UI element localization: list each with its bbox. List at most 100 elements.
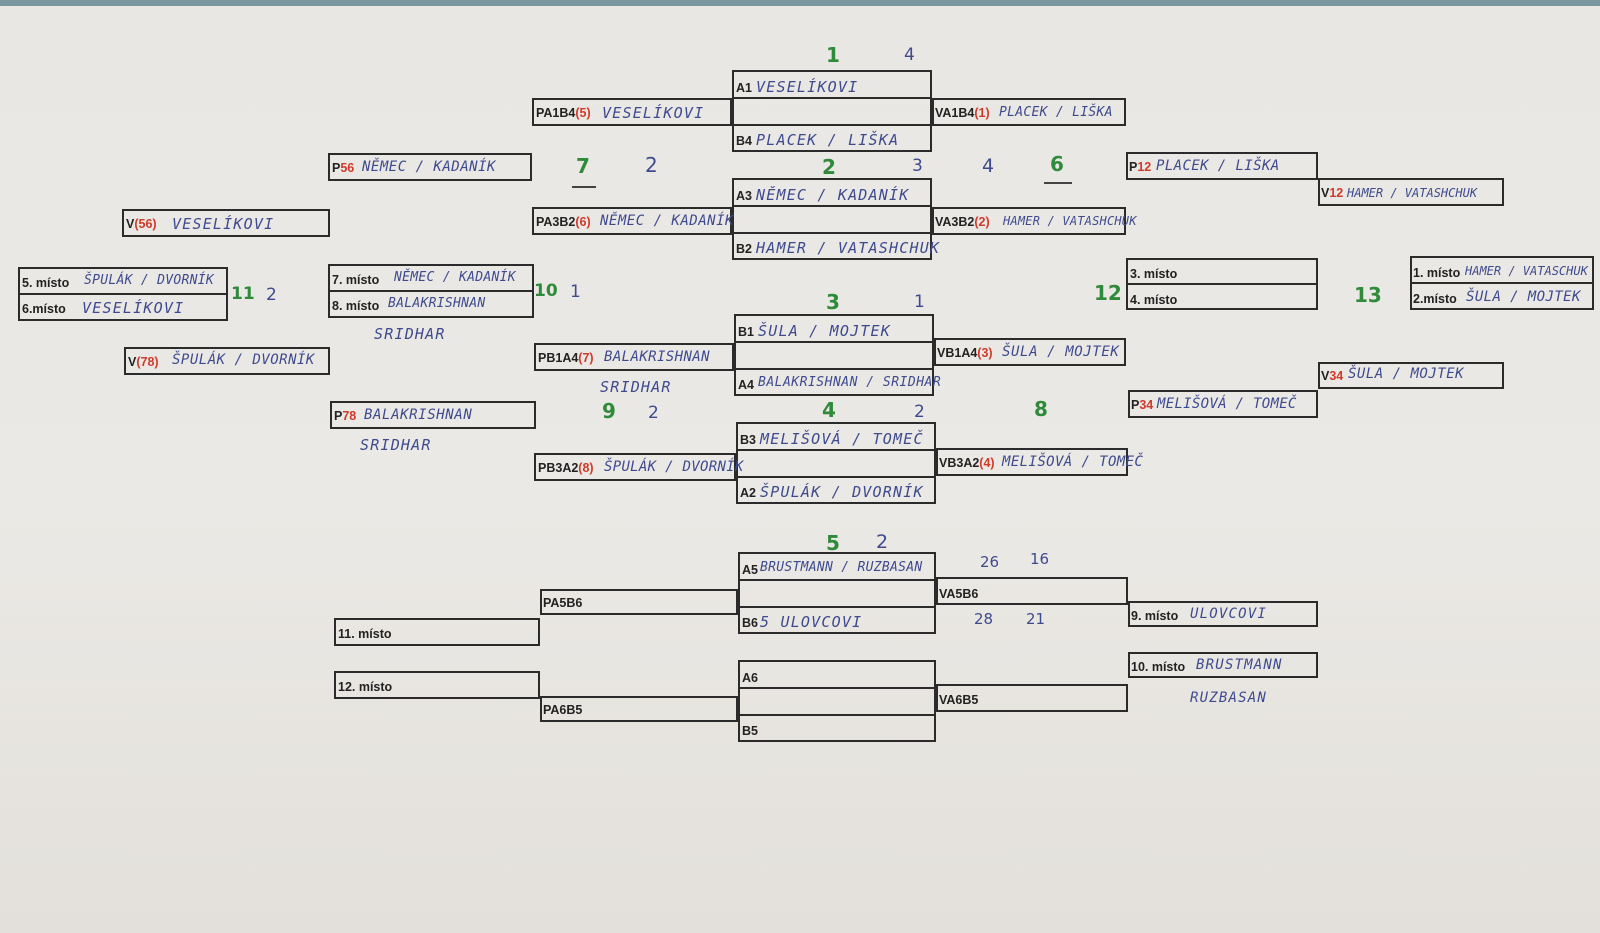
seed-a2-team: ŠPULÁK / DVORNÍK [760, 483, 924, 501]
place-3-label: 3. místo [1130, 267, 1178, 281]
slot-pa3b2 [532, 207, 732, 235]
seed-b3-team: MELIŠOVÁ / TOMEČ [760, 430, 924, 448]
slot-p34-team: MELIŠOVÁ / TOMEČ [1157, 396, 1297, 412]
match-box-a6-b5 [738, 660, 936, 742]
score-a5-1: 26 [980, 553, 1000, 571]
seed-b4-team: PLACEK / LIŠKA [756, 131, 900, 149]
slot-pa5b6-label: PA5B6 [543, 596, 583, 610]
place-9-label: 9. místo [1131, 609, 1179, 623]
seed-b4-label: B4 [736, 134, 752, 148]
seed-b1-label: B1 [738, 325, 754, 339]
slot-pa3b2-team: NĚMEC / KADANÍK [600, 213, 734, 229]
slot-v12-team: HAMER / VATASHCHUK [1347, 186, 1478, 200]
match-number-11: 11 [231, 284, 255, 304]
seed-a3-label: A3 [736, 189, 752, 203]
slot-pb1a4-team: BALAKRISHNAN [604, 349, 710, 365]
slot-pb3a2-team: ŠPULÁK / DVORNÍK [604, 459, 744, 475]
slot-va3b2 [932, 207, 1126, 235]
place-1-label: 1. místo [1413, 266, 1461, 280]
seed-b1-team: ŠULA / MOJTEK [758, 322, 891, 340]
seed-a1-team: VESELÍKOVI [756, 78, 859, 96]
place-11-label: 11. místo [338, 627, 392, 641]
slot-va1b4 [932, 98, 1126, 126]
slot-p56 [328, 153, 532, 181]
score-match-3: 1 [914, 292, 925, 312]
score-a5-2: 16 [1030, 550, 1050, 568]
slot-v56 [122, 209, 330, 237]
underline [1044, 182, 1072, 184]
slot-pa1b4-label: PA1B4(5) [536, 106, 591, 120]
slot-pb3a2 [534, 453, 736, 481]
divider [738, 606, 936, 608]
slot-vb3a2-label: VB3A2(4) [939, 456, 995, 470]
slot-v78 [124, 347, 330, 375]
score-match-2: 3 [912, 156, 923, 176]
score-match-11: 2 [266, 285, 277, 305]
match-number-13: 13 [1354, 283, 1382, 307]
place-4-label: 4. místo [1130, 293, 1178, 307]
place-5-team: ŠPULÁK / DVORNÍK [84, 273, 215, 288]
place-2-team: ŠULA / MOJTEK [1466, 289, 1581, 305]
slot-pa5b6 [540, 589, 738, 615]
score-match-4: 2 [914, 402, 925, 422]
place-1-team: HAMER / VATASCHUK [1465, 264, 1588, 278]
slot-pa3b2-label: PA3B2(6) [536, 215, 591, 229]
slot-p12-team: PLACEK / LIŠKA [1156, 158, 1280, 174]
place-6-team: VESELÍKOVI [82, 299, 185, 317]
seed-a4-label: A4 [738, 378, 754, 392]
match-box-b3-a2 [736, 422, 936, 504]
score-match-7: 2 [645, 153, 658, 177]
photo-top-edge [0, 0, 1600, 6]
slot-vb1a4 [934, 338, 1126, 366]
slot-vb1a4-label: VB1A4(3) [937, 346, 993, 360]
place-8-team-2: SRIDHAR [374, 325, 446, 343]
slot-v78-team: ŠPULÁK / DVORNÍK [172, 352, 315, 368]
slot-v56-label: V(56) [126, 217, 157, 231]
slot-pa6b5-label: PA6B5 [543, 703, 583, 717]
slot-pb1a4 [534, 343, 734, 371]
seed-b6-team: 5 ULOVCOVI [760, 613, 863, 631]
match-box-a1-b4 [732, 70, 932, 152]
place-8-team: BALAKRISHNAN [388, 296, 486, 311]
slot-pb1a4-label: PB1A4(7) [538, 351, 594, 365]
slot-p34 [1128, 390, 1318, 418]
place-12-label: 12. místo [338, 680, 393, 694]
place-11-box [334, 618, 540, 646]
score-match-1: 4 [904, 45, 915, 65]
place-10-label: 10. místo [1131, 660, 1186, 674]
slot-va1b4-team: PLACEK / LIŠKA [999, 105, 1113, 120]
divider [738, 687, 936, 689]
divider [732, 205, 932, 207]
score-match-5: 2 [876, 531, 889, 553]
slot-v56-team: VESELÍKOVI [172, 215, 275, 233]
slot-vb1a4-team: ŠULA / MOJTEK [1002, 344, 1120, 360]
seed-b2-label: B2 [736, 242, 752, 256]
slot-va5b6 [936, 577, 1128, 605]
score-match-9: 2 [648, 403, 659, 423]
slot-p78-team: BALAKRISHNAN [364, 407, 473, 423]
match-number-2: 2 [822, 155, 836, 179]
score-b6-2: 21 [1026, 610, 1046, 628]
divider [732, 124, 932, 126]
seed-a3-team: NĚMEC / KADANÍK [756, 186, 910, 204]
seed-b3-label: B3 [740, 433, 756, 447]
divider [734, 368, 934, 370]
match-number-1: 1 [826, 43, 840, 67]
score-b6-1: 28 [974, 610, 994, 628]
divider [734, 341, 934, 343]
slot-vb3a2 [936, 448, 1128, 476]
match-number-6: 6 [1050, 152, 1064, 176]
match-number-9: 9 [602, 399, 616, 423]
slot-p78 [330, 401, 536, 429]
divider [738, 714, 936, 716]
slot-pa6b5 [540, 696, 738, 722]
place-10-box [1128, 652, 1318, 678]
divider [328, 290, 534, 292]
match-box-a5-b6 [738, 552, 936, 634]
seed-b5-label: B5 [742, 724, 758, 738]
score-match-2-right: 4 [982, 155, 995, 177]
match-number-3: 3 [826, 290, 840, 314]
slot-va3b2-label: VA3B2(2) [935, 215, 990, 229]
place-6-label: 6.místo [22, 302, 66, 316]
place-7-team: NĚMEC / KADANÍK [394, 270, 516, 285]
